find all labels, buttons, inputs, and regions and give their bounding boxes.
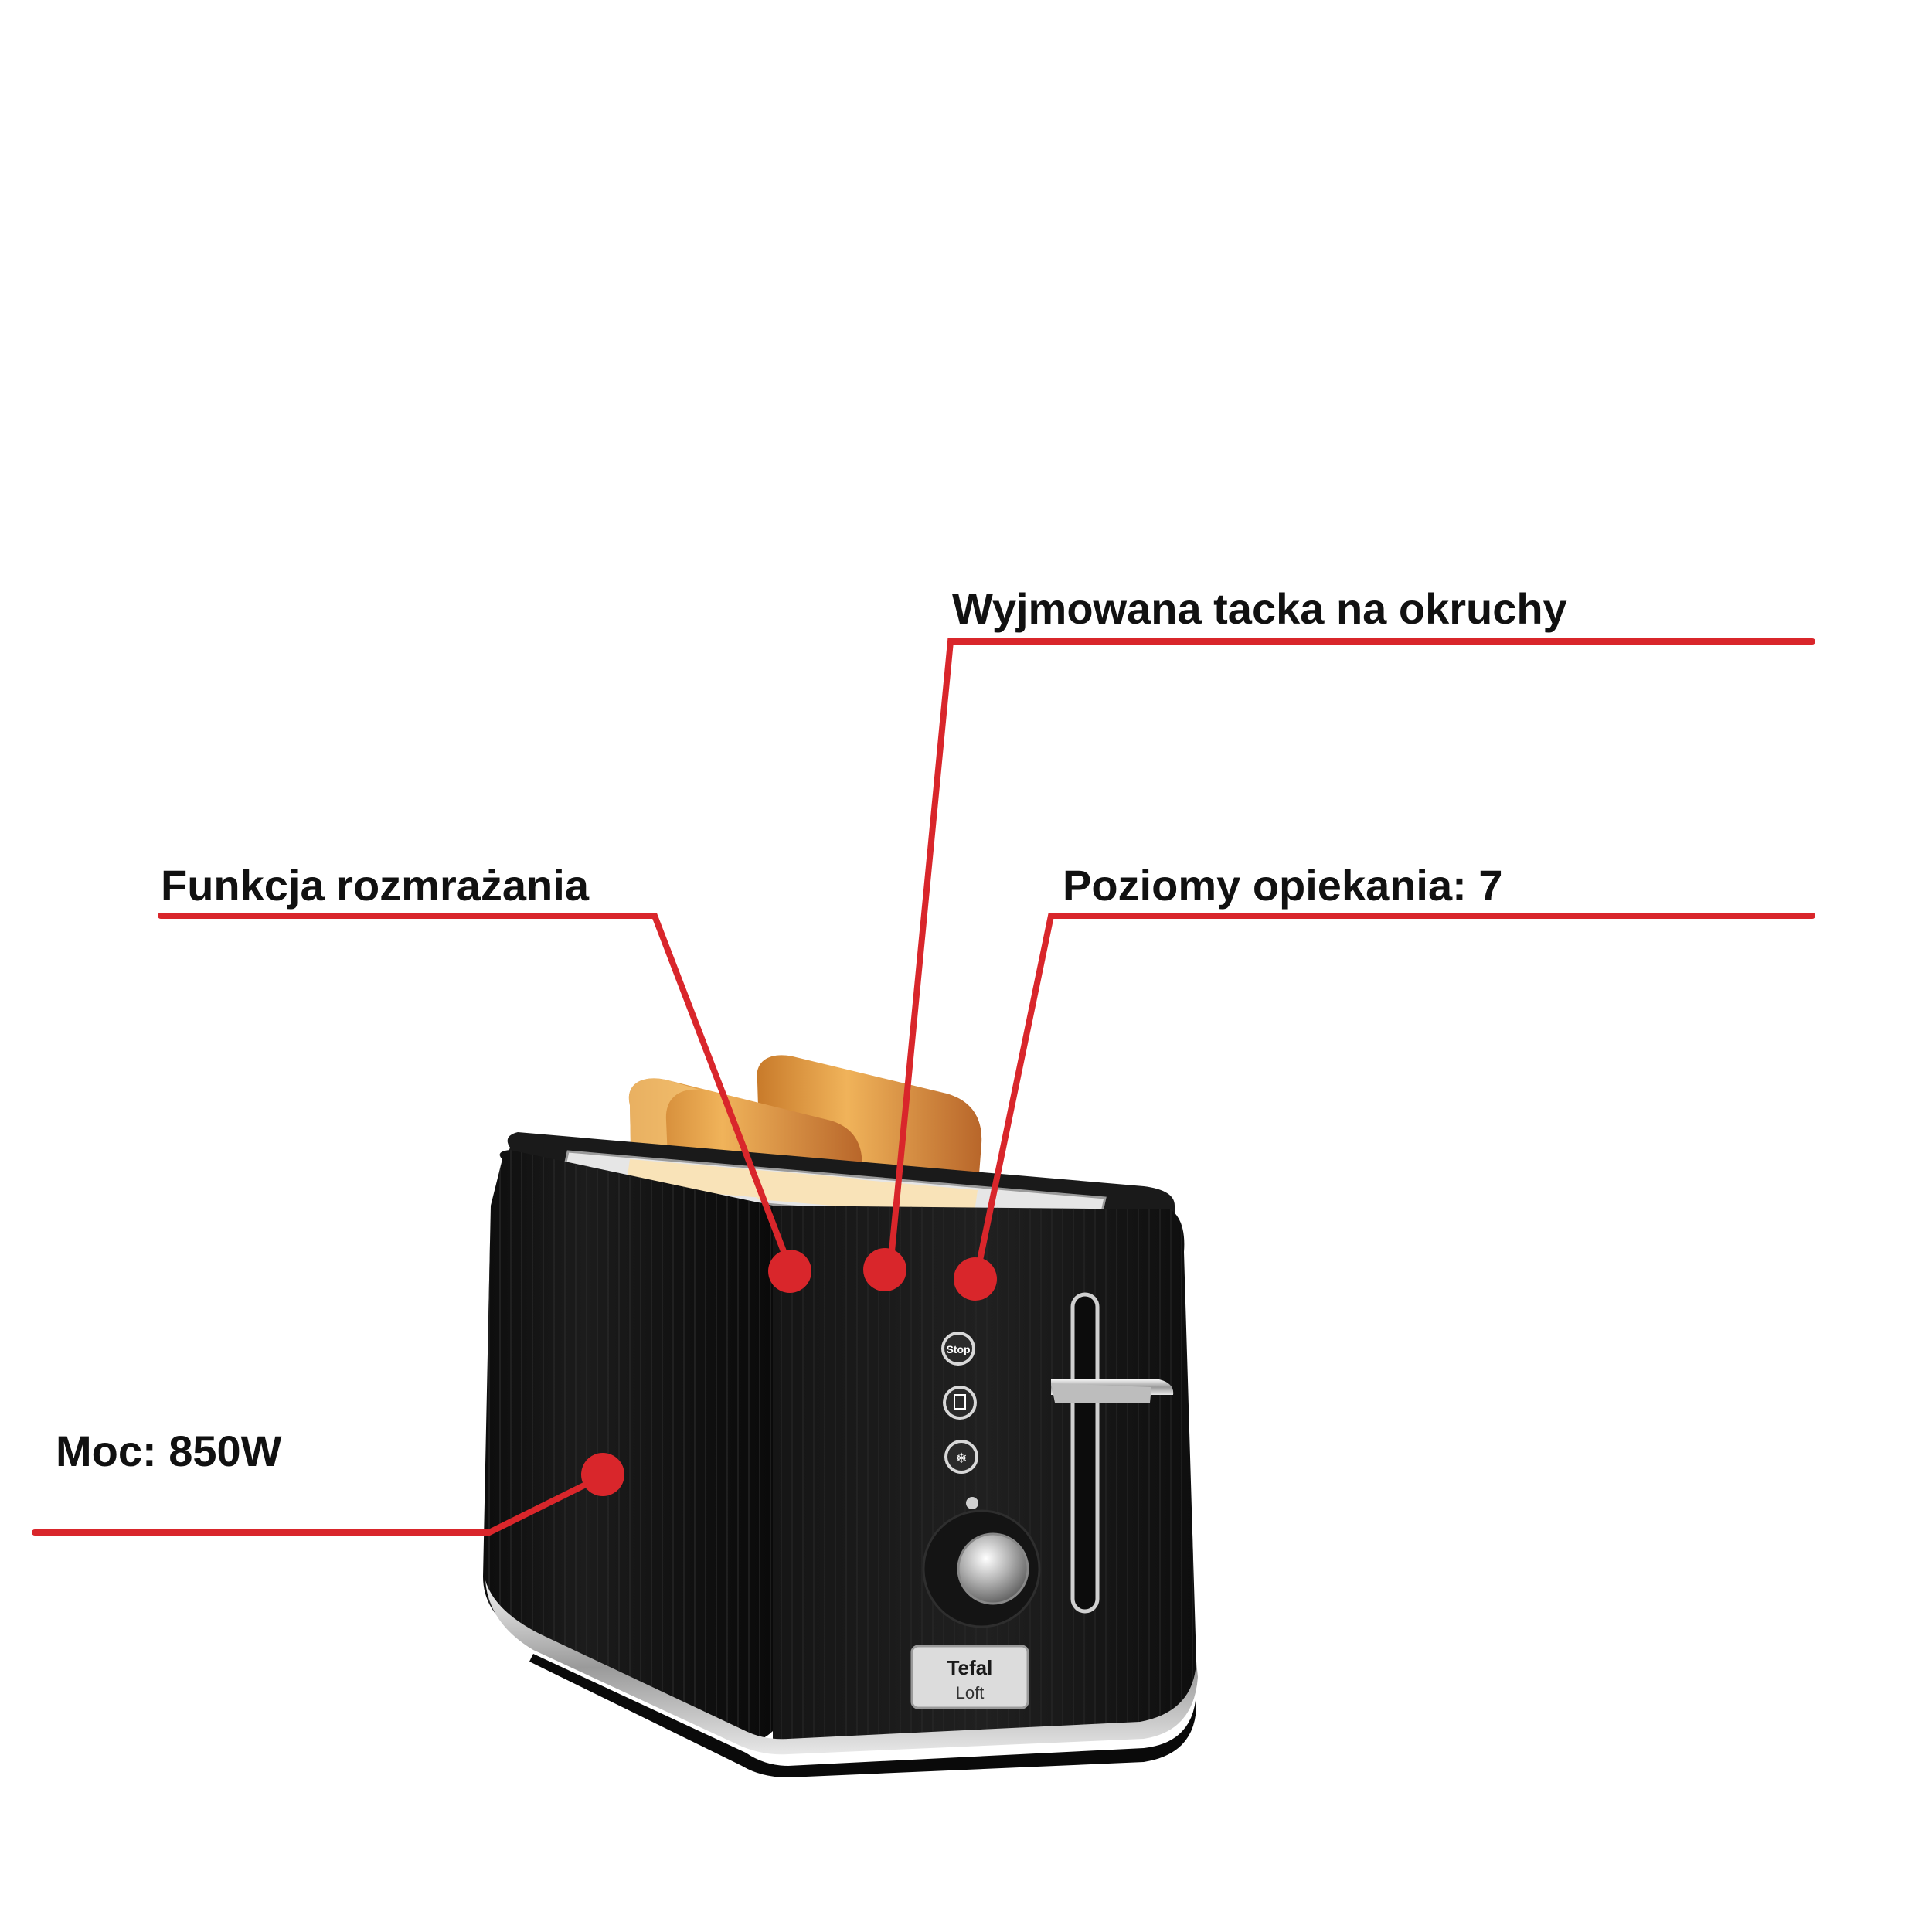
- browning-dial: [922, 1497, 1041, 1628]
- callout-lines: [32, 638, 1815, 1536]
- callout-line-browning-levels: [974, 913, 1815, 1278]
- brand-name: Tefal: [947, 1656, 993, 1679]
- defrost-button-graphic: ❄: [944, 1440, 978, 1474]
- callout-power-label: Moc: 850W: [56, 1427, 282, 1475]
- callout-defrost-label: Funkcja rozmrażania: [161, 861, 589, 910]
- callout-crumb-tray-label: Wyjmowana tacka na okruchy: [952, 584, 1567, 633]
- model-name: Loft: [956, 1683, 985, 1702]
- callout-dot-power: [581, 1453, 624, 1496]
- callout-line-crumb-tray: [887, 638, 1815, 1270]
- callout-dots: [581, 1248, 997, 1496]
- callout-dot-crumb-tray: [863, 1248, 906, 1291]
- callout-line-power: [32, 1473, 606, 1536]
- stop-button-graphic: Stop: [941, 1332, 975, 1366]
- stop-button-label: Stop: [946, 1343, 970, 1355]
- callout-dot-browning-levels: [954, 1257, 997, 1301]
- reheat-button-graphic: [943, 1386, 977, 1420]
- brand-badge: Tefal Loft: [910, 1645, 1029, 1709]
- callout-line-defrost: [158, 913, 793, 1270]
- svg-text:❄: ❄: [955, 1451, 967, 1467]
- callout-dot-defrost: [768, 1250, 811, 1293]
- lever-slot: [1070, 1292, 1100, 1614]
- callout-browning-levels-label: Poziomy opiekania: 7: [1063, 861, 1503, 910]
